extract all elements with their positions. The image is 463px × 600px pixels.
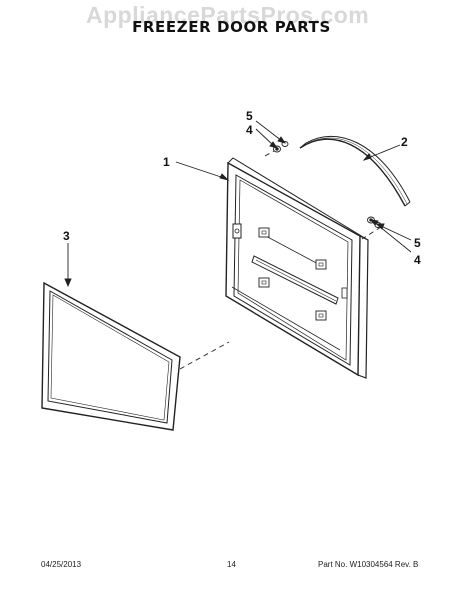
door-gasket — [41, 281, 181, 431]
callout-spacer-right: 5 — [414, 236, 421, 250]
callout-handle: 2 — [401, 135, 408, 149]
leader-lines — [64, 120, 412, 288]
callout-screw-top: 4 — [246, 123, 253, 137]
door-handle — [299, 135, 411, 207]
watermark: AppliancePartsPros.com — [86, 2, 370, 28]
alignment-lines — [179, 150, 382, 370]
page-title: FREEZER DOOR PARTS — [132, 18, 331, 36]
callout-screw-right: 4 — [414, 253, 421, 267]
callout-gasket: 3 — [63, 229, 70, 243]
footer-page-number: 14 — [227, 560, 236, 569]
callout-spacer-top: 5 — [246, 109, 253, 123]
freezer-door — [225, 157, 369, 379]
footer-date: 04/25/2013 — [41, 560, 82, 569]
callout-door: 1 — [163, 155, 170, 169]
footer-part-number: Part No. W10304564 Rev. B — [318, 560, 419, 569]
